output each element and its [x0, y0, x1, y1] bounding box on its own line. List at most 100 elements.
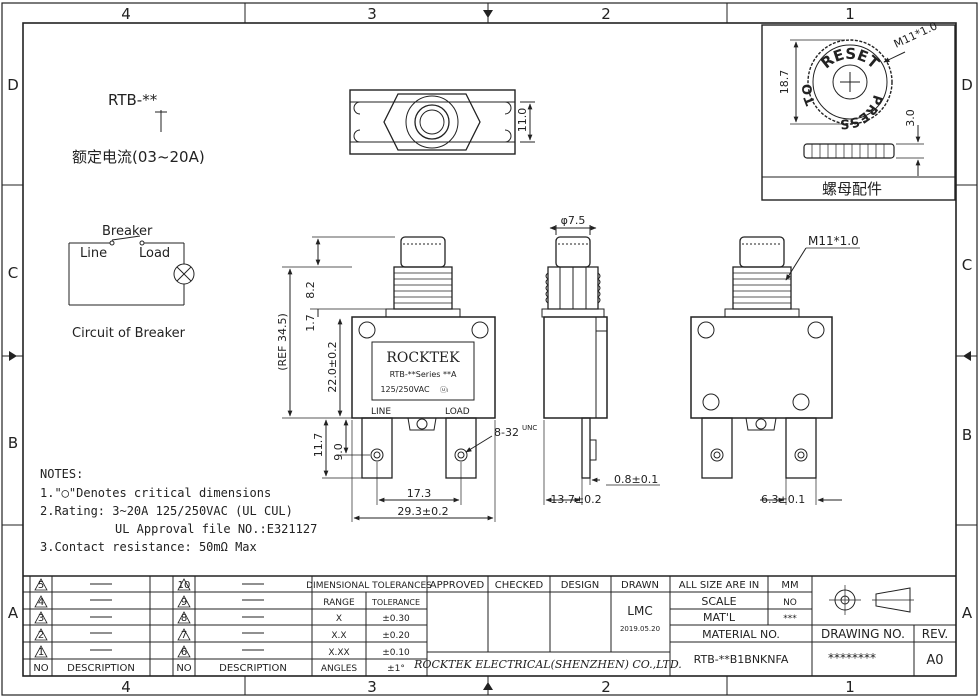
dim-22: 22.0±0.2	[326, 341, 339, 392]
title-block-grid	[23, 575, 956, 676]
tolerance-tol-header: TOLERANCE	[371, 598, 420, 607]
zone-right-C: C	[962, 256, 972, 274]
rev-row-3: 3	[38, 613, 44, 624]
drawn-by: LMC	[627, 604, 652, 618]
matl-label: MAT'L	[703, 611, 736, 624]
circuit-diagram: Breaker Line Load Circuit of Breaker	[68, 224, 195, 341]
load-label: Load	[139, 246, 170, 261]
rev-value: A0	[926, 653, 943, 668]
rev-row-2: 2	[38, 630, 44, 641]
dim-8-2: 8.2	[304, 281, 317, 299]
dim-6-3: 6.3±0.1	[761, 493, 805, 506]
front-voltage: 125/250VAC	[380, 385, 430, 394]
terminal-line-label: LINE	[371, 407, 391, 417]
rev-row-10: 10	[178, 580, 191, 591]
rev-row-1: 1	[38, 647, 44, 658]
unit-value: MM	[781, 580, 798, 591]
company-name: ROCKTEK ELECTRICAL(SHENZHEN) CO.,LTD.	[413, 658, 682, 671]
note-2b: UL Approval file NO.:E321127	[115, 522, 317, 536]
zone-left-C: C	[8, 264, 18, 282]
rev-label: REV.	[922, 627, 948, 641]
dim-ref-34-5: (REF 34.5)	[276, 313, 289, 371]
tolerance-range-2: X.XX	[328, 648, 349, 658]
rev-row-5: 5	[38, 580, 44, 591]
zone-left-B: B	[8, 434, 18, 452]
notes-heading: NOTES:	[40, 467, 83, 481]
nut-reset-text: RESET	[817, 45, 883, 73]
zone-right-B: B	[962, 426, 972, 444]
zone-left-D: D	[7, 76, 19, 94]
note-3: 3.Contact resistance: 50mΩ Max	[40, 540, 257, 554]
rev-row-4: 4	[38, 597, 44, 608]
zone-top-3: 3	[367, 5, 377, 23]
drawn-date: 2019.05.20	[620, 625, 660, 633]
rev-row-8: 8	[181, 613, 187, 624]
nut-dim-18-7: 18.7	[778, 70, 791, 95]
nut-caption: 螺母配件	[822, 180, 882, 198]
dim-thread-unc-mark: UNC	[522, 424, 537, 432]
dim-0-8: 0.8±0.1	[614, 473, 658, 486]
material-no-value: RTB-**B1BNKNFA	[694, 653, 789, 666]
ul-mark: ⓤₗ	[440, 386, 448, 394]
scale-value: NO	[783, 598, 797, 608]
revision-left-rows: 5 4 3 2 1 10 9 8 7 6 NO DESCRIPTION NO D…	[33, 578, 287, 674]
dim-29-3: 29.3±0.2	[397, 505, 448, 518]
tolerance-range-header: RANGE	[323, 598, 355, 608]
zone-right-D: D	[961, 76, 973, 94]
scale-label: SCALE	[701, 595, 736, 608]
rating-label: 额定电流(03~20A)	[72, 148, 205, 166]
drawn-label: DRAWN	[621, 580, 659, 591]
rev-row-7: 7	[181, 630, 187, 641]
breaker-label: Breaker	[102, 224, 153, 239]
zone-right-A: A	[962, 604, 973, 622]
zone-top-4: 4	[121, 5, 131, 23]
tolerance-value-3: ±1°	[387, 664, 405, 674]
rev-row-6: 6	[181, 647, 187, 658]
nut-detail-panel	[761, 24, 956, 201]
model-label: RTB-**	[108, 91, 158, 109]
dim-1-7: 1.7	[304, 314, 317, 332]
dim-dia-7-5: φ7.5	[561, 214, 586, 227]
rear-thread-label: M11*1.0	[808, 234, 859, 248]
tolerance-range-1: X.X	[331, 631, 346, 641]
side-view	[541, 225, 608, 505]
tolerance-value-1: ±0.20	[382, 631, 410, 641]
dim-thread-8-32: 8-32	[494, 426, 519, 439]
checked-label: CHECKED	[495, 580, 544, 591]
dim-13-7: 13.7±0.2	[550, 493, 601, 506]
tolerance-value-2: ±0.10	[382, 648, 410, 658]
zone-top-2: 2	[601, 5, 611, 23]
approved-label: APPROVED	[430, 580, 485, 591]
rev-no-header-right: NO	[176, 663, 191, 674]
nut-thread-label: M11*1.0	[892, 19, 940, 50]
top-view	[349, 89, 535, 155]
tolerance-title: DIMENSIONAL TOLERANCES	[306, 581, 432, 591]
material-no-label: MATERIAL NO.	[702, 628, 780, 641]
nut-dim-3: 3.0	[904, 109, 917, 127]
dim-top-11: 11.0	[516, 108, 529, 133]
rev-desc-header-right: DESCRIPTION	[219, 663, 287, 674]
note-1: 1."◯"Denotes critical dimensions	[40, 486, 271, 500]
zone-left-A: A	[8, 604, 19, 622]
dim-17-3: 17.3	[407, 487, 432, 500]
front-series: RTB-**Series **A	[390, 370, 457, 379]
rev-no-header-left: NO	[33, 663, 48, 674]
zone-bottom-4: 4	[121, 678, 131, 696]
zone-bottom-3: 3	[367, 678, 377, 696]
all-size-label: ALL SIZE ARE IN	[679, 580, 760, 591]
rev-row-9: 9	[181, 597, 187, 608]
matl-value: ***	[783, 614, 797, 624]
tolerance-value-0: ±0.30	[382, 614, 410, 624]
front-view	[282, 236, 496, 522]
line-label: Line	[80, 246, 107, 261]
note-2a: 2.Rating: 3~20A 125/250VAC (UL CUL)	[40, 504, 293, 518]
tolerance-range-0: X	[336, 614, 342, 624]
zone-top-1: 1	[845, 5, 855, 23]
rear-view	[690, 236, 860, 505]
front-brand: ROCKTEK	[386, 350, 460, 366]
dim-9: 9.0	[332, 443, 345, 461]
drawing-no-value: ********	[828, 651, 876, 665]
circuit-caption: Circuit of Breaker	[72, 326, 186, 341]
